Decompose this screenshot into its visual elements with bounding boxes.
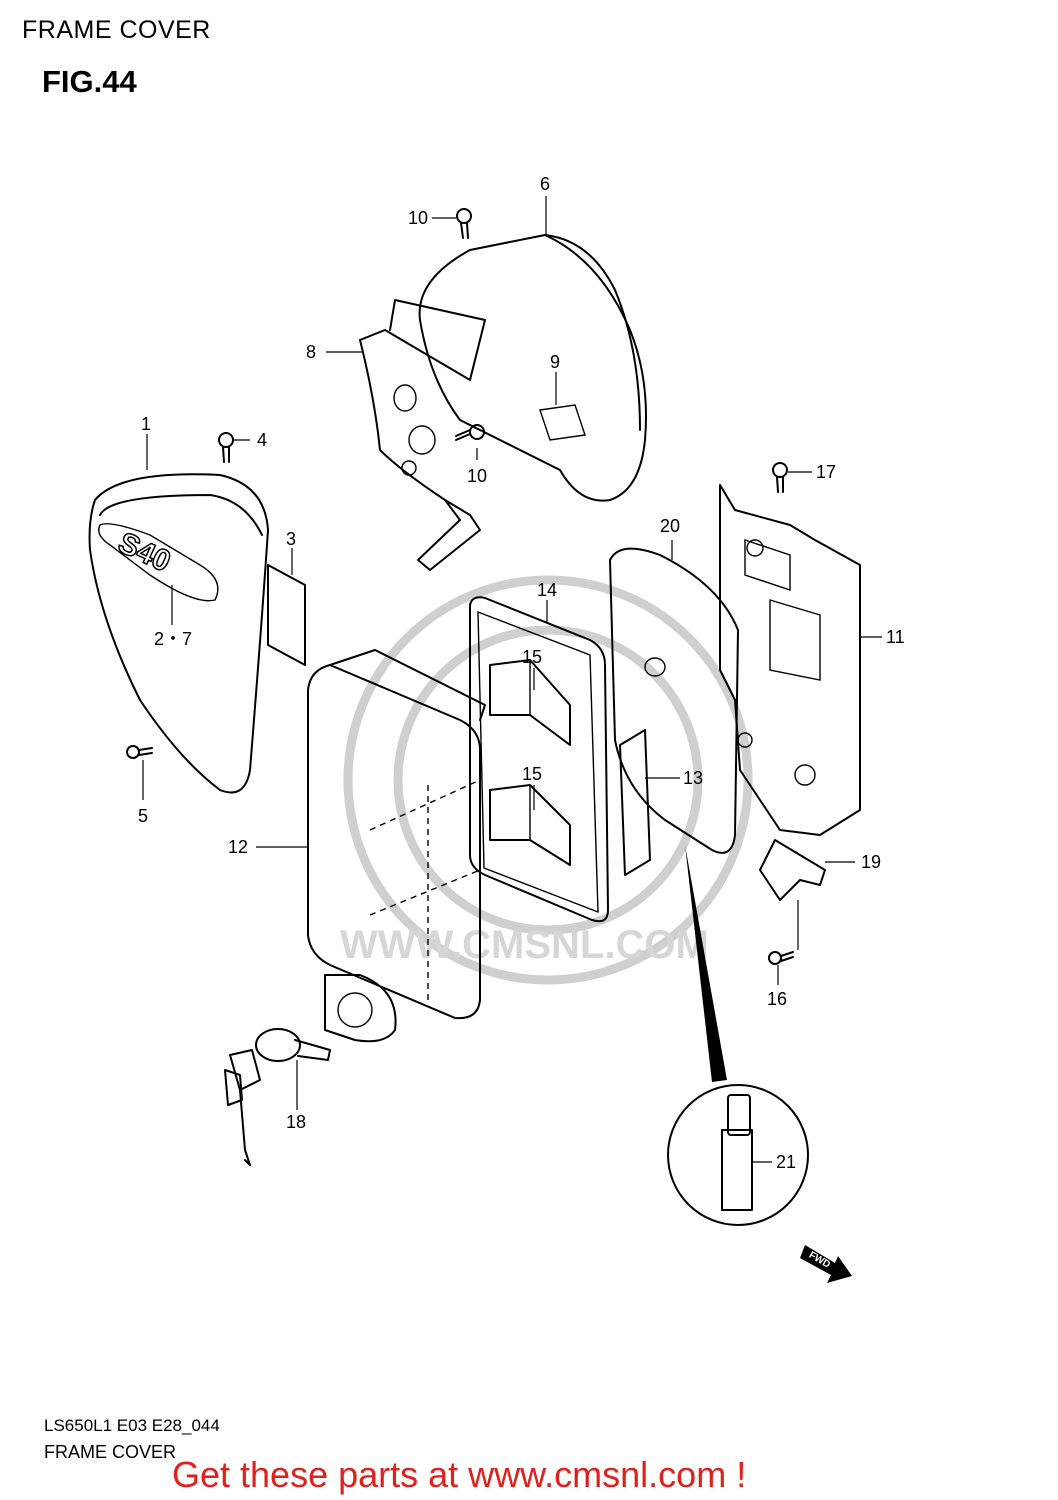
callout-9: 9 <box>550 352 560 372</box>
page-header-title: FRAME COVER <box>22 16 211 44</box>
callout-labels: 6 10 8 9 10 1 4 3 2・7 5 12 14 15 15 20 1… <box>138 174 905 1172</box>
part-3-pad[interactable] <box>267 564 306 666</box>
callout-11: 11 <box>886 627 905 647</box>
part-15-pad-upper[interactable] <box>489 659 571 746</box>
part-18-lock-and-keys[interactable] <box>224 974 397 1166</box>
callout-1: 1 <box>141 414 151 434</box>
callout-14: 14 <box>537 580 557 600</box>
footer-diagram-code: LS650L1 E03 E28_044 <box>44 1416 220 1435</box>
watermark-text: WWW.CMSNL.COM <box>340 923 709 967</box>
part-10-screw-mid[interactable] <box>455 424 485 441</box>
watermark-logo: WWW.CMSNL.COM <box>340 575 753 985</box>
callout-12: 12 <box>228 837 248 857</box>
part-5-screw[interactable] <box>126 745 153 759</box>
part-4-screw[interactable] <box>218 432 234 463</box>
fwd-arrow-icon: FWD <box>800 1245 852 1283</box>
callout-15-upper: 15 <box>522 647 542 667</box>
callout-18: 18 <box>286 1112 306 1132</box>
promo-link[interactable]: Get these parts at www.cmsnl.com ! <box>172 1454 747 1495</box>
footer-title: FRAME COVER <box>44 1442 177 1462</box>
callout-16: 16 <box>767 989 787 1009</box>
part-13-pad[interactable] <box>619 729 651 876</box>
callout-10-top: 10 <box>408 208 428 228</box>
leader-lines <box>142 196 882 1163</box>
callout-15-lower: 15 <box>522 764 542 784</box>
part-20-cover[interactable] <box>609 547 739 854</box>
callout-21: 21 <box>776 1152 796 1172</box>
callout-2-7: 2・7 <box>154 629 192 649</box>
callout-20: 20 <box>660 516 680 536</box>
callout-4: 4 <box>257 430 267 450</box>
part-16-screw[interactable] <box>768 951 794 965</box>
callout-6: 6 <box>540 174 550 194</box>
part-17-screw[interactable] <box>772 462 788 493</box>
callout-3: 3 <box>286 529 296 549</box>
callout-5: 5 <box>138 806 148 826</box>
part-6-8-rear-cover[interactable] <box>359 234 647 571</box>
part-19-clip[interactable] <box>759 839 826 901</box>
part-12-toolbox[interactable] <box>307 649 486 1020</box>
part-10-screw-top[interactable] <box>456 208 472 239</box>
callout-19: 19 <box>861 852 881 872</box>
callout-17: 17 <box>816 462 836 482</box>
callout-10-mid: 10 <box>467 466 487 486</box>
part-11-bracket[interactable] <box>719 484 861 836</box>
callout-8: 8 <box>306 342 316 362</box>
callout-13: 13 <box>683 768 703 788</box>
part-15-pad-lower[interactable] <box>489 784 571 866</box>
figure-number: FIG.44 <box>42 64 137 99</box>
part-21-detail[interactable] <box>667 845 809 1226</box>
part-14-seal[interactable] <box>469 596 609 923</box>
